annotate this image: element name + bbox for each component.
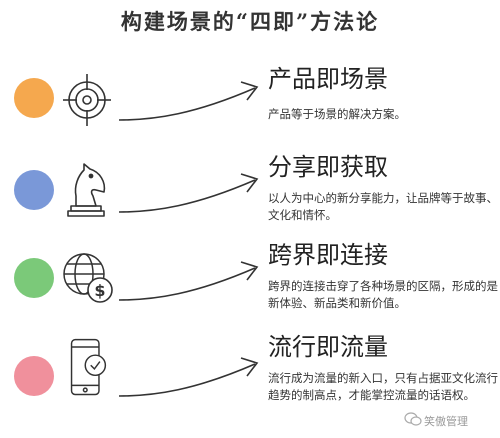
globe-dollar-icon: $ xyxy=(63,253,113,303)
color-dot-orange xyxy=(14,78,54,118)
smartphone-check-icon xyxy=(70,338,107,396)
diagram-title: 构建场景的“四即”方法论 xyxy=(120,9,380,34)
target-crosshair-icon xyxy=(63,74,111,126)
principle-description: 产品等于场景的解决方案。 xyxy=(268,107,406,121)
principle-heading: 跨界即连接 xyxy=(268,241,388,269)
curved-arrow xyxy=(118,173,259,213)
chess-knight-icon xyxy=(67,163,106,217)
color-dot-blue xyxy=(14,170,54,210)
curved-arrow xyxy=(118,261,259,301)
principle-row-crossover: $ 跨界即连接 跨界的连接击穿了各种场景的区隔，形成的是新体验、新品类和新价值。 xyxy=(0,236,500,326)
color-dot-green xyxy=(14,258,54,298)
svg-text:$: $ xyxy=(94,281,105,300)
principle-heading: 产品即场景 xyxy=(268,65,388,93)
watermark-text: 笑傲管理 xyxy=(424,415,468,428)
principle-heading: 流行即流量 xyxy=(268,333,388,361)
principle-row-sharing: 分享即获取 以人为中心的新分享能力，让品牌等于故事、文化和情怀。 xyxy=(0,144,500,234)
curved-arrow xyxy=(118,357,259,397)
principle-row-trend: 流行即流量 流行成为流量的新入口，只有占据亚文化流行趋势的制高点，才能掌控流量的… xyxy=(0,326,500,416)
principle-heading: 分享即获取 xyxy=(268,153,388,181)
principle-description: 跨界的连接击穿了各种场景的区隔，形成的是新体验、新品类和新价值。 xyxy=(268,279,498,310)
curved-arrow xyxy=(118,81,259,121)
color-dot-pink xyxy=(14,356,54,396)
principle-description: 以人为中心的新分享能力，让品牌等于故事、文化和情怀。 xyxy=(268,191,498,222)
principle-row-product: 产品即场景 产品等于场景的解决方案。 xyxy=(0,52,500,142)
wechat-logo-icon xyxy=(404,412,422,426)
principle-description: 流行成为流量的新入口，只有占据亚文化流行趋势的制高点，才能掌控流量的话语权。 xyxy=(268,371,498,402)
